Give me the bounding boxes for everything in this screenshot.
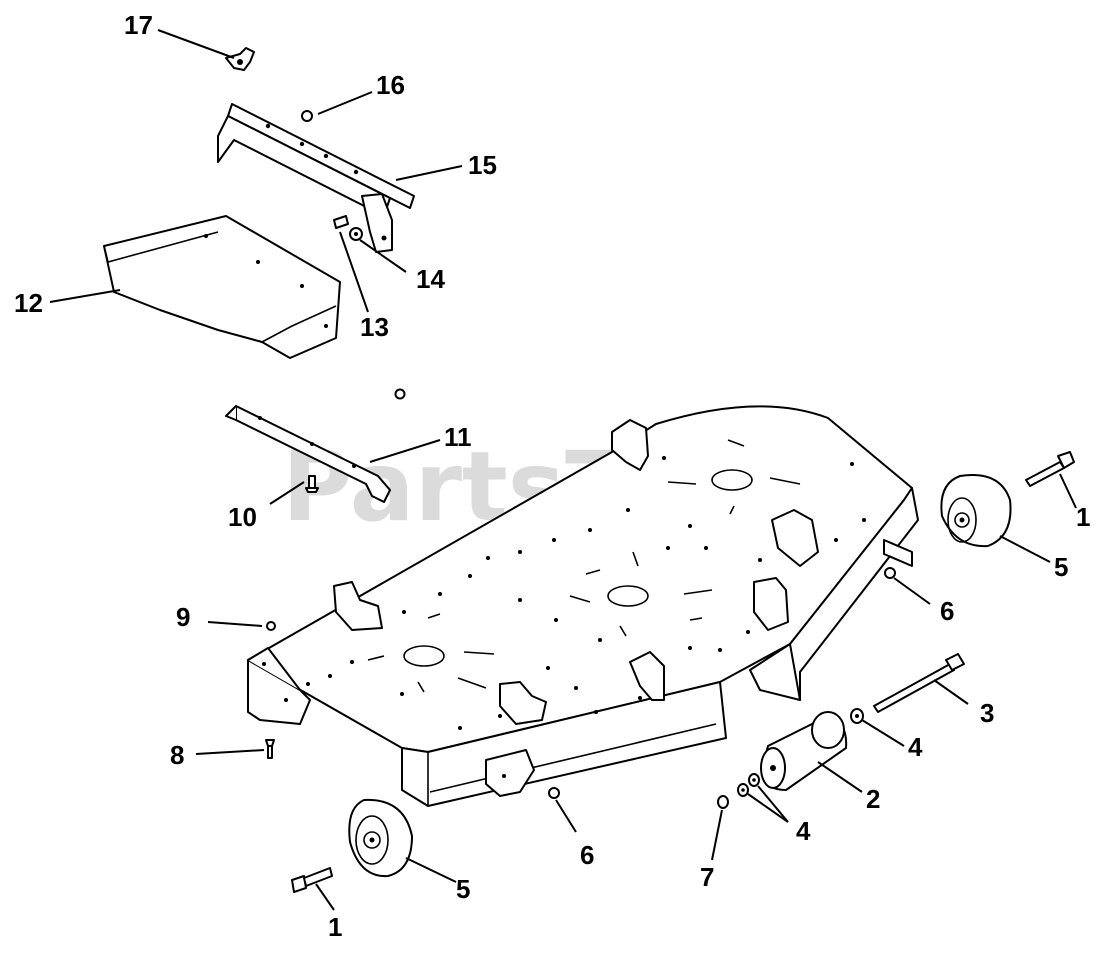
part-7-nut bbox=[717, 795, 729, 809]
part-16-nut bbox=[301, 110, 313, 122]
part-4-washer-lower-a bbox=[737, 783, 749, 797]
callout-17: 17 bbox=[124, 10, 153, 40]
callout-2: 2 bbox=[866, 784, 880, 814]
callout-11: 11 bbox=[444, 422, 472, 452]
callout-15: 15 bbox=[468, 150, 497, 180]
part-1-bolt-right bbox=[1025, 451, 1075, 487]
part-1-bolt-left bbox=[291, 867, 333, 893]
small-nut bbox=[394, 388, 406, 400]
part-9-nut bbox=[266, 621, 276, 631]
part-12-deflector bbox=[103, 215, 341, 359]
part-4-washer-upper bbox=[850, 708, 864, 724]
part-6-nut-front bbox=[548, 787, 560, 799]
callout-3: 3 bbox=[980, 698, 994, 728]
callout-6-front: 6 bbox=[580, 840, 594, 870]
part-13-bolt bbox=[333, 215, 349, 229]
callout-labels: 17 16 15 14 13 12 11 10 9 8 1 5 6 3 4 2 … bbox=[14, 10, 1090, 942]
part-2-roller bbox=[760, 711, 848, 791]
part-10-bolt bbox=[305, 475, 319, 493]
callout-6-right: 6 bbox=[940, 596, 954, 626]
part-5-wheel-left bbox=[348, 798, 413, 878]
part-6-nut-right bbox=[884, 567, 896, 579]
part-15-bracket bbox=[217, 103, 415, 253]
callout-4-lower: 4 bbox=[796, 816, 811, 846]
callout-12: 12 bbox=[14, 288, 43, 318]
callout-1-left: 1 bbox=[328, 912, 342, 942]
callout-9: 9 bbox=[176, 602, 190, 632]
callout-7: 7 bbox=[700, 862, 714, 892]
part-14-washer bbox=[349, 227, 363, 241]
part-4-washer-lower-b bbox=[748, 773, 760, 787]
callout-13: 13 bbox=[360, 312, 389, 342]
part-3-axle-bolt bbox=[873, 653, 965, 713]
callout-10: 10 bbox=[228, 502, 257, 532]
callout-16: 16 bbox=[376, 70, 405, 100]
callout-5-right: 5 bbox=[1054, 552, 1068, 582]
part-5-wheel-right bbox=[940, 474, 1012, 548]
leader-lines bbox=[49, 29, 1077, 911]
callout-4-upper: 4 bbox=[908, 732, 923, 762]
callout-5-left: 5 bbox=[456, 874, 470, 904]
callout-14: 14 bbox=[416, 264, 445, 294]
callout-8: 8 bbox=[170, 740, 184, 770]
part-8-bolt bbox=[265, 739, 275, 759]
callout-1-right: 1 bbox=[1076, 502, 1090, 532]
mower-deck bbox=[247, 405, 919, 807]
part-17-wing-nut bbox=[225, 47, 255, 71]
part-11-bracket bbox=[225, 405, 391, 503]
